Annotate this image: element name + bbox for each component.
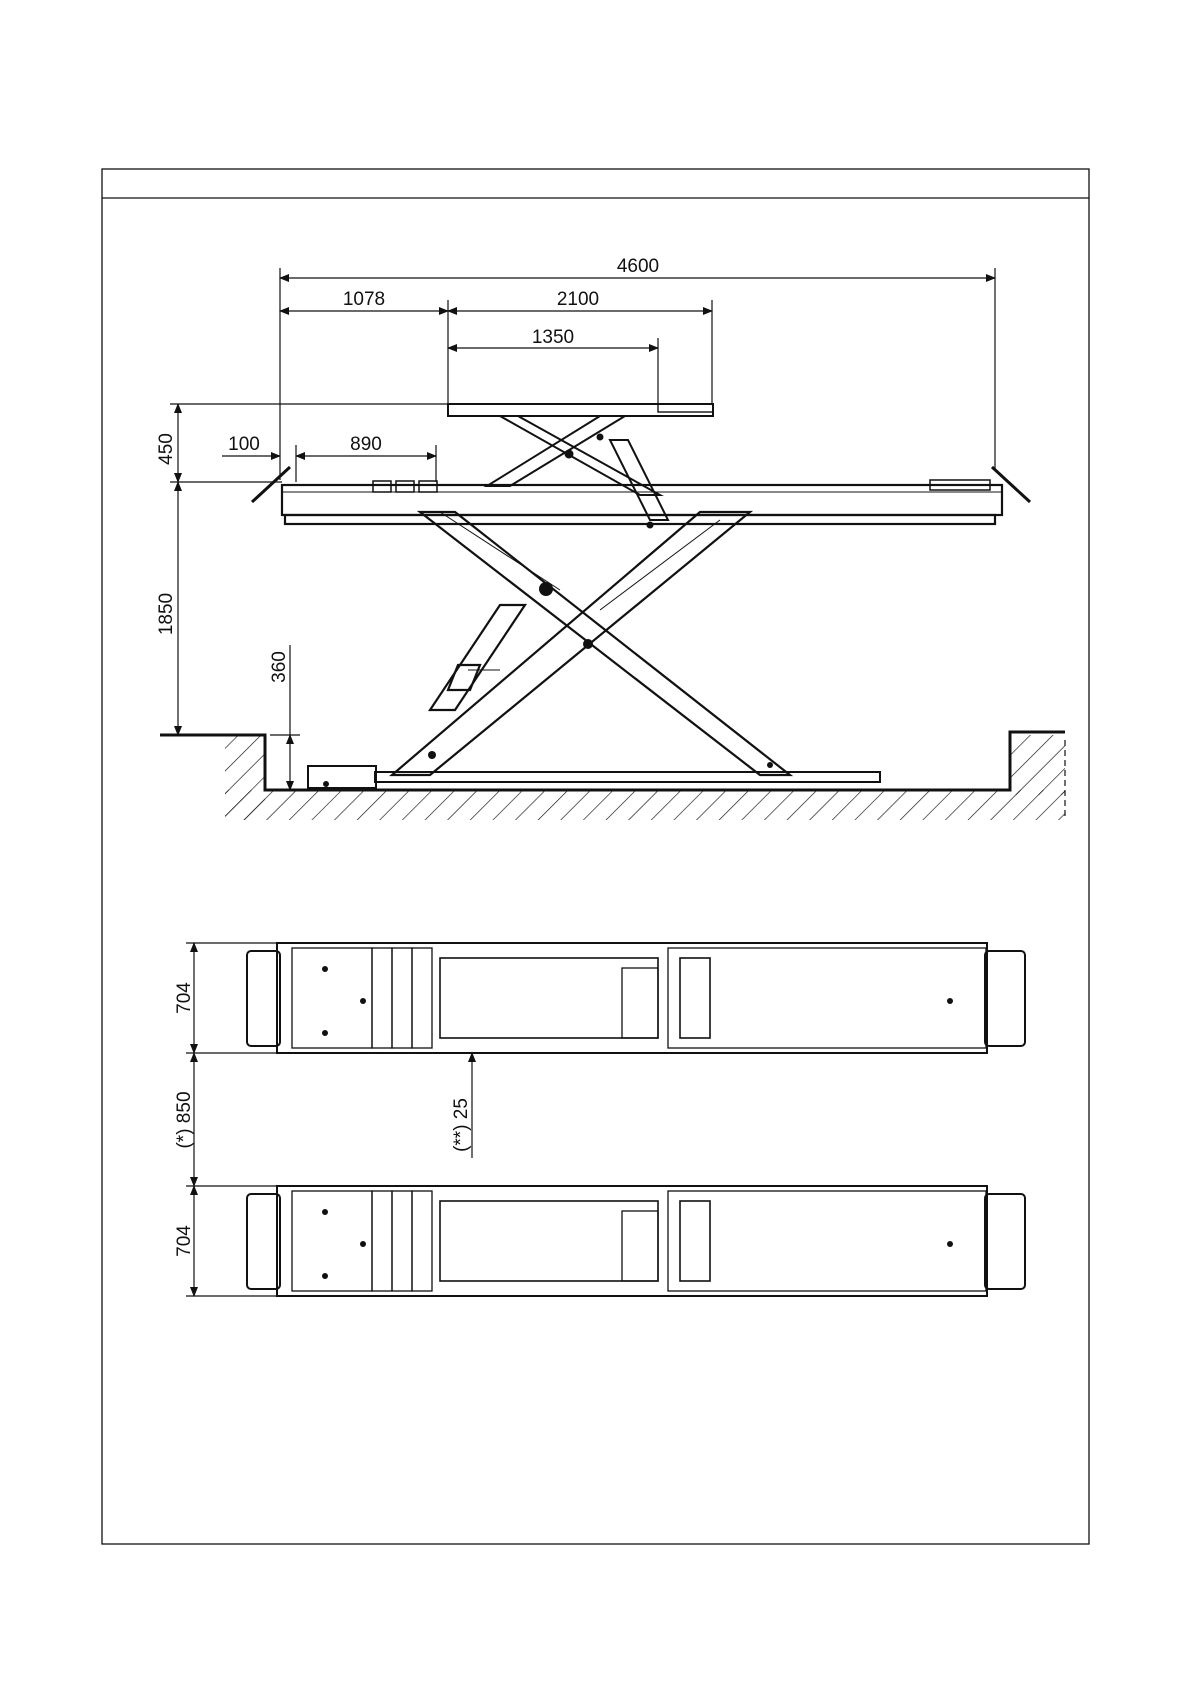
dim-890: 890 — [350, 434, 382, 455]
dim-360: 360 — [269, 651, 290, 683]
dim-704-top: 704 — [174, 982, 195, 1014]
ground-hatching — [225, 735, 1065, 820]
platform-top — [247, 943, 1025, 1053]
base-frame — [375, 772, 880, 782]
dim-850: (*) 850 — [174, 1091, 195, 1148]
aux-lift — [448, 404, 713, 520]
dim-450: 450 — [156, 433, 177, 465]
dim-1350: 1350 — [532, 327, 574, 348]
dimension-lines — [170, 268, 995, 790]
dim-100: 100 — [228, 434, 260, 455]
dim-1850: 1850 — [156, 593, 177, 635]
platform-bottom — [247, 1186, 1025, 1296]
dim-4600: 4600 — [617, 256, 659, 277]
dim-2100: 2100 — [557, 289, 599, 310]
page-frame — [102, 169, 1089, 1544]
control-box — [308, 766, 376, 788]
pivot-pin — [539, 582, 553, 596]
dim-704-bottom: 704 — [174, 1225, 195, 1257]
plan-dimension-lines — [186, 943, 472, 1296]
plan-view: 704 (*) 850 (**) 25 704 — [174, 943, 1025, 1296]
dim-1078: 1078 — [343, 289, 385, 310]
side-elevation: 4600 1078 2100 1350 100 890 450 1850 360 — [156, 256, 1065, 820]
dim-25: (**) 25 — [451, 1098, 472, 1152]
